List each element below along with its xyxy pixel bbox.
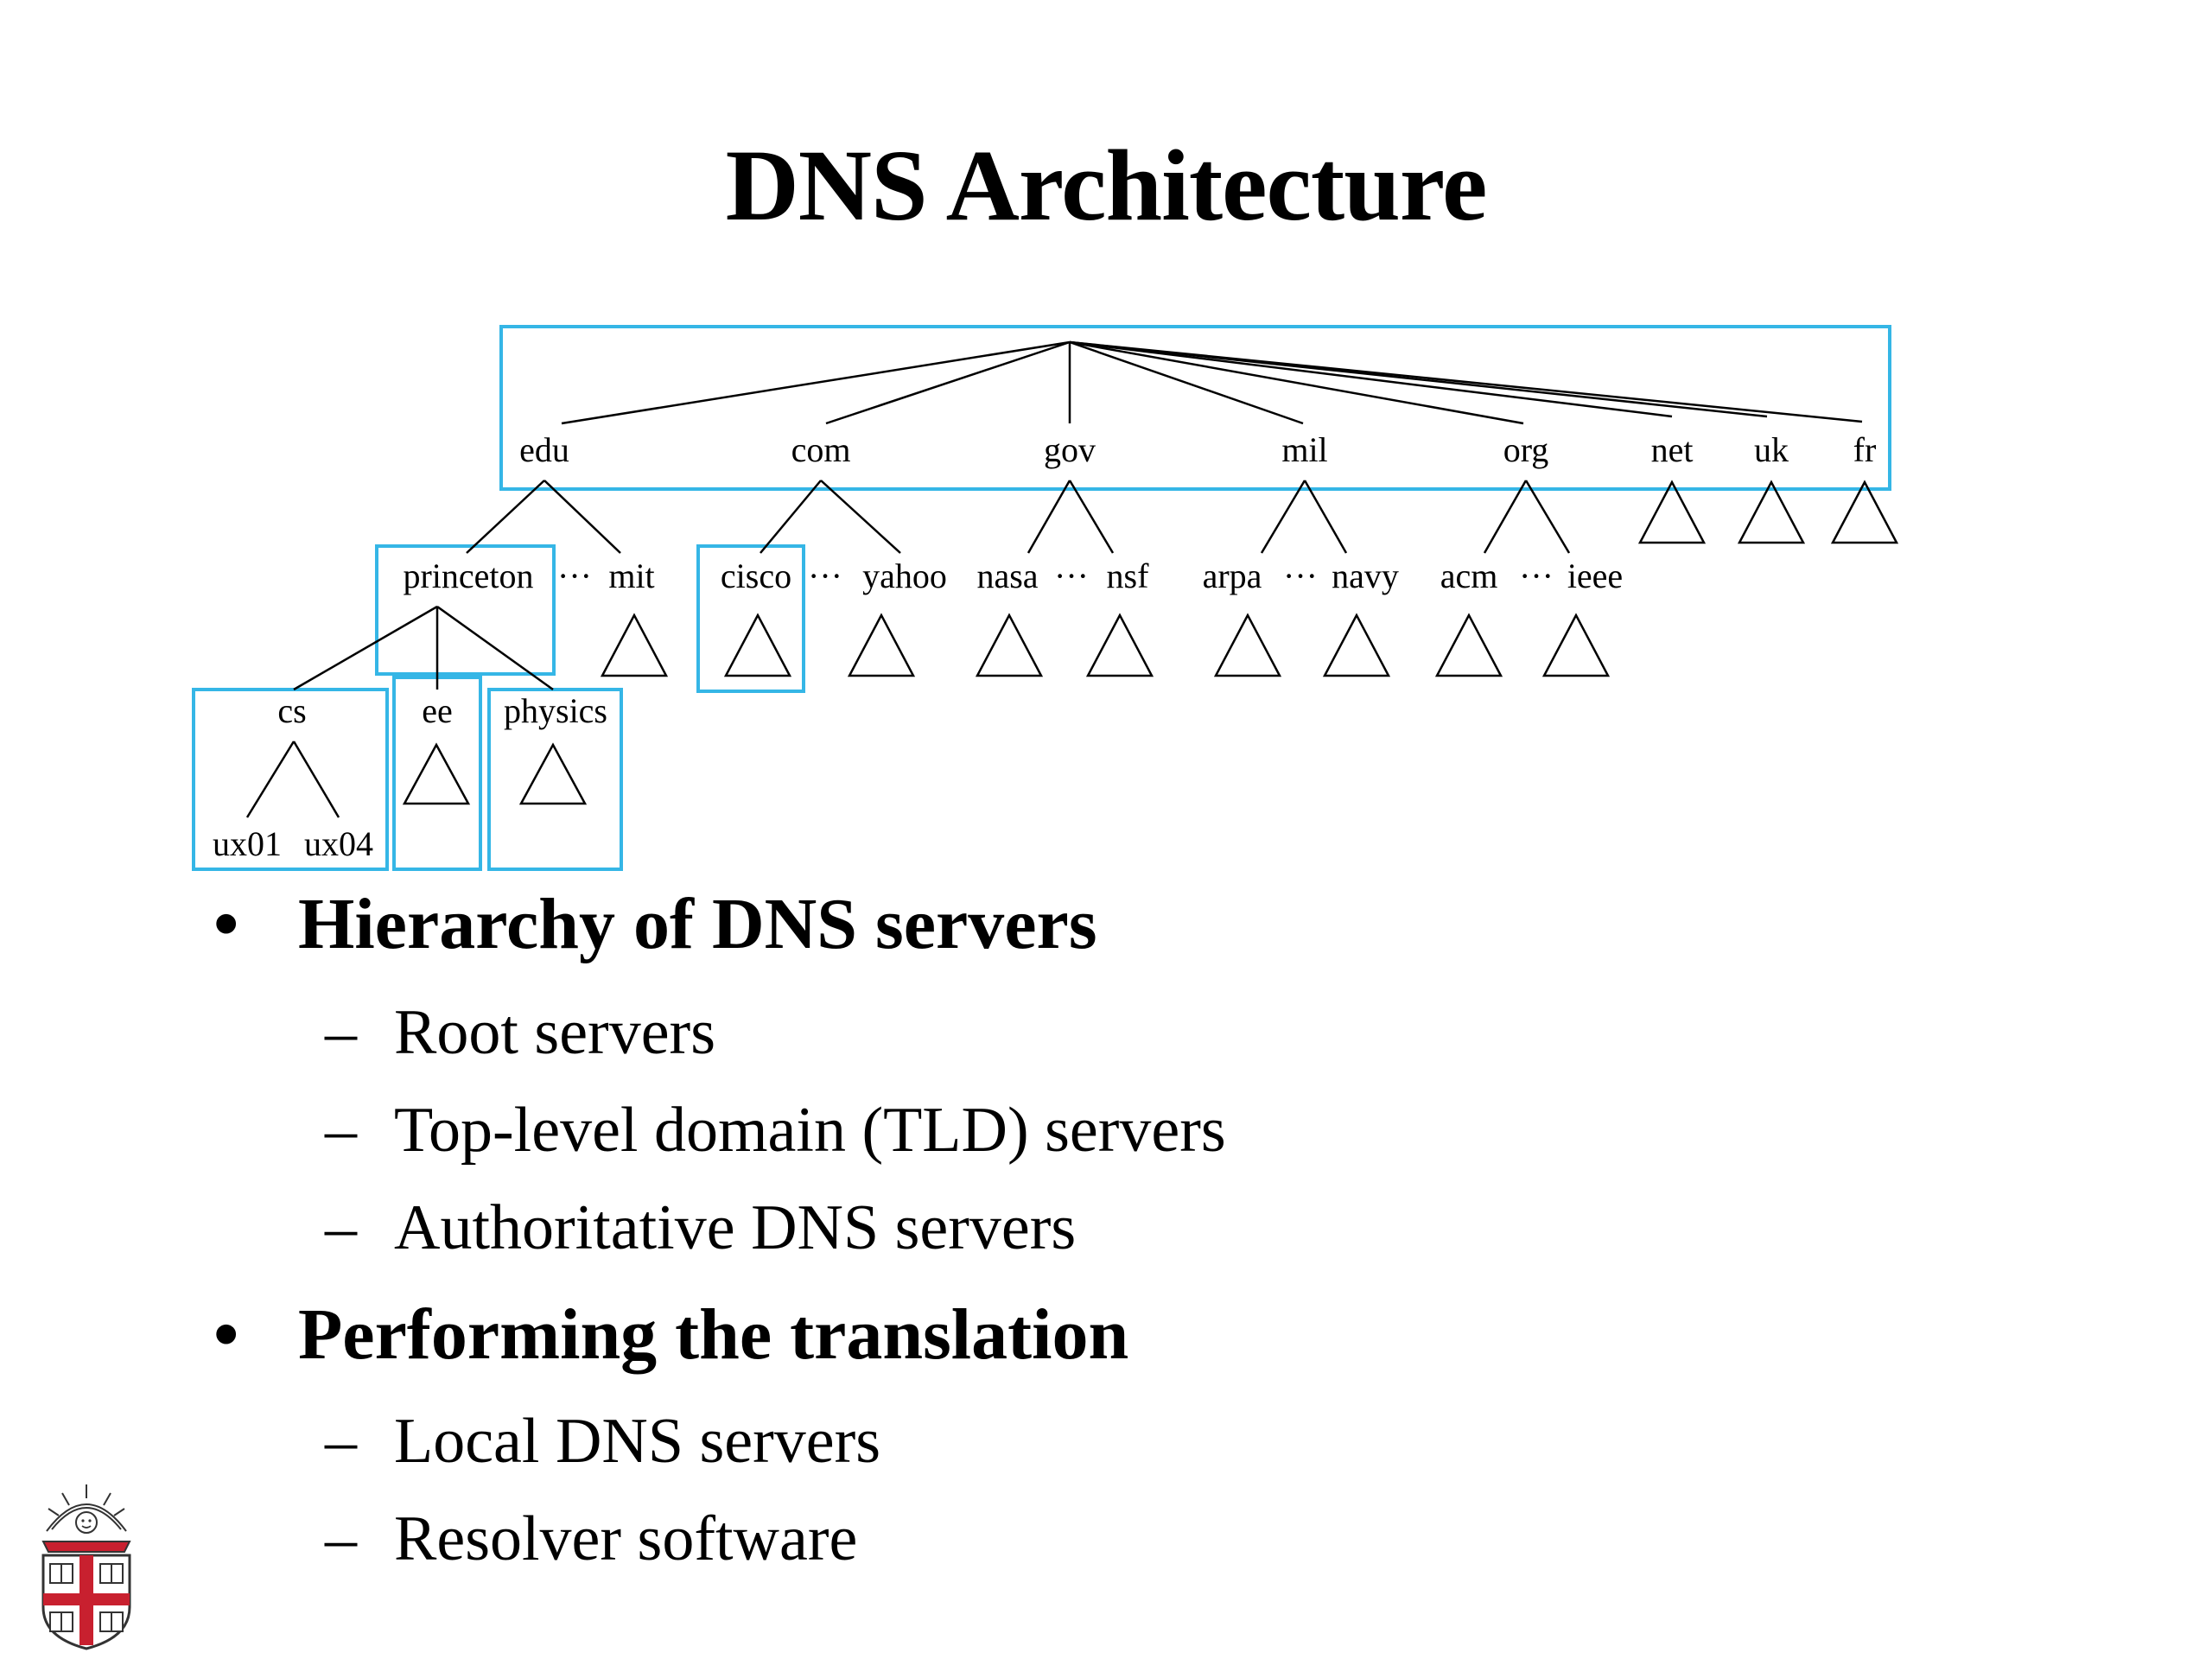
- edge-root-fr: [1069, 340, 1863, 423]
- domain-label-nasa: nasa: [976, 556, 1038, 595]
- domain-label-acm: acm: [1440, 556, 1498, 595]
- ellipsis: ···: [808, 556, 842, 595]
- bullet-item: • Performing the translation: [213, 1294, 1129, 1376]
- dash-symbol: –: [325, 1192, 357, 1263]
- domain-label-mit: mit: [608, 556, 654, 595]
- slide-title: DNS Architecture: [725, 129, 1488, 242]
- subtree-fr-triangle: [1830, 480, 1899, 544]
- bullet-text: Hierarchy of DNS servers: [298, 884, 1097, 964]
- cisco-zone-box: [696, 544, 805, 693]
- edge-cs-ux01: [245, 741, 296, 818]
- bullet-item: • Hierarchy of DNS servers: [213, 883, 1097, 966]
- host-label-ux01: ux01: [213, 824, 282, 863]
- ellipsis: ···: [1054, 556, 1089, 595]
- edge-cs-ux04: [292, 741, 340, 818]
- dns-hierarchy-diagram: edu com gov mil org net uk fr princeton …: [192, 325, 1899, 871]
- subtree-net-triangle: [1637, 480, 1707, 544]
- tld-label-uk: uk: [1754, 430, 1789, 469]
- edge-org-ieee: [1524, 480, 1571, 554]
- dash-symbol: –: [325, 1406, 357, 1477]
- subtree-ieee-triangle: [1541, 613, 1611, 677]
- dash-symbol: –: [325, 1503, 357, 1574]
- host-label-ux04: ux04: [304, 824, 373, 863]
- bullet-symbol: •: [213, 1294, 239, 1375]
- edge-mil-navy: [1303, 480, 1348, 554]
- edge-gov-nsf: [1068, 480, 1115, 554]
- sub-bullet-text: Resolver software: [394, 1503, 858, 1574]
- edge-edu-mit: [543, 480, 621, 554]
- edge-princeton-physics: [436, 605, 554, 691]
- subtree-arpa-triangle: [1213, 613, 1282, 677]
- edge-com-cisco: [760, 480, 822, 554]
- sub-bullet-item: – Top-level domain (TLD) servers: [325, 1093, 1226, 1167]
- edge-edu-princeton: [466, 480, 545, 554]
- edge-root-edu: [561, 340, 1071, 425]
- edge-root-com: [825, 340, 1071, 425]
- edge-com-yahoo: [820, 480, 901, 554]
- cs-zone-box: [192, 688, 389, 871]
- domain-label-navy: navy: [1332, 556, 1399, 595]
- sub-bullet-text: Authoritative DNS servers: [394, 1192, 1077, 1263]
- tld-label-fr: fr: [1853, 430, 1877, 469]
- edge-mil-arpa: [1260, 480, 1306, 554]
- subtree-navy-triangle: [1322, 613, 1391, 677]
- bullet-symbol: •: [213, 884, 239, 964]
- domain-label-ee: ee: [422, 691, 453, 730]
- domain-label-physics: physics: [504, 691, 607, 730]
- subtree-uk-triangle: [1737, 480, 1806, 544]
- edge-root-net: [1069, 340, 1673, 418]
- domain-label-cs: cs: [277, 691, 306, 730]
- edge-root-mil: [1069, 340, 1304, 425]
- edge-root-org: [1069, 340, 1524, 425]
- subtree-acm-triangle: [1434, 613, 1503, 677]
- tld-label-org: org: [1503, 430, 1549, 469]
- sub-bullet-item: – Authoritative DNS servers: [325, 1191, 1077, 1265]
- ellipsis: ···: [557, 556, 592, 595]
- subtree-nasa-triangle: [975, 613, 1044, 677]
- domain-label-yahoo: yahoo: [862, 556, 947, 595]
- tld-label-net: net: [1651, 430, 1694, 469]
- ellipsis: ···: [1519, 556, 1554, 595]
- subtree-physics-triangle: [518, 742, 588, 805]
- dash-symbol: –: [325, 1095, 357, 1166]
- domain-label-nsf: nsf: [1107, 556, 1150, 595]
- edge-gov-nasa: [1027, 480, 1071, 554]
- physics-zone-box: [487, 688, 623, 871]
- dash-symbol: –: [325, 997, 357, 1068]
- bullet-text: Performing the translation: [298, 1294, 1129, 1375]
- subtree-ee-triangle: [402, 742, 471, 805]
- domain-label-cisco: cisco: [721, 556, 791, 595]
- subtree-mit-triangle: [600, 613, 669, 677]
- sub-bullet-text: Root servers: [394, 997, 715, 1068]
- sub-bullet-item: – Local DNS servers: [325, 1404, 881, 1478]
- edge-org-acm: [1483, 480, 1528, 554]
- subtree-cisco-triangle: [723, 613, 792, 677]
- tld-label-edu: edu: [519, 430, 569, 469]
- tld-label-com: com: [791, 430, 851, 469]
- root-zone-box: [499, 325, 1891, 491]
- subtree-yahoo-triangle: [847, 613, 916, 677]
- domain-label-ieee: ieee: [1567, 556, 1623, 595]
- tld-label-gov: gov: [1044, 430, 1096, 469]
- sub-bullet-item: – Root servers: [325, 995, 715, 1070]
- sub-bullet-item: – Resolver software: [325, 1502, 858, 1576]
- ellipsis: ···: [1283, 556, 1318, 595]
- sub-bullet-text: Top-level domain (TLD) servers: [394, 1095, 1226, 1166]
- domain-label-princeton: princeton: [403, 556, 533, 595]
- subtree-nsf-triangle: [1085, 613, 1154, 677]
- edge-princeton-cs: [293, 605, 438, 691]
- tld-label-mil: mil: [1281, 430, 1327, 469]
- domain-label-arpa: arpa: [1203, 556, 1262, 595]
- university-crest-logo: [41, 1484, 131, 1650]
- princeton-zone-box: [375, 544, 556, 676]
- sub-bullet-text: Local DNS servers: [394, 1406, 881, 1477]
